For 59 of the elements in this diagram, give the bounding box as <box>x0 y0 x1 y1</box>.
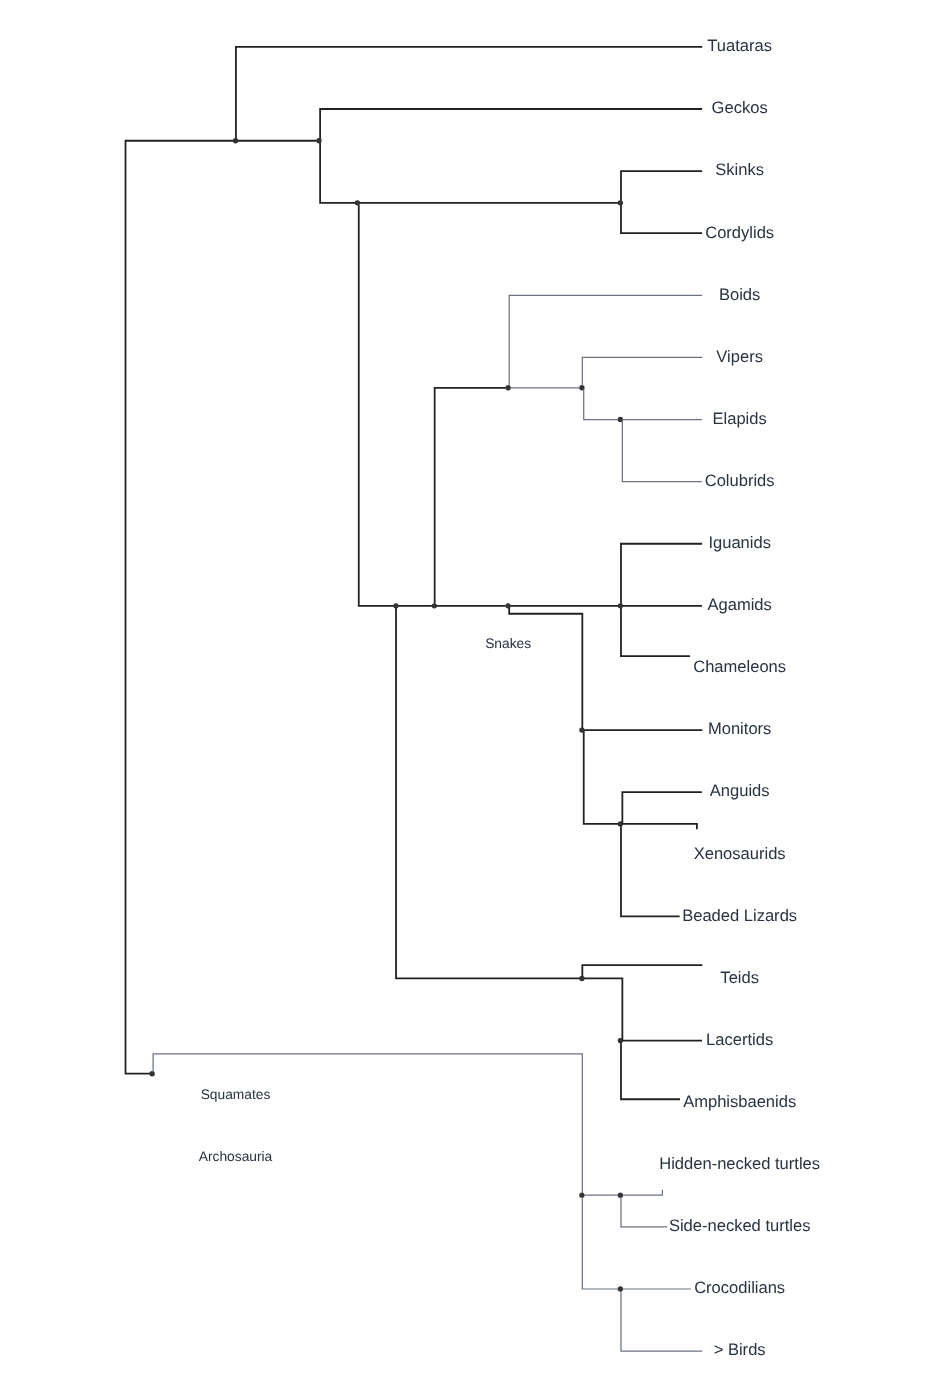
connector <box>357 203 395 607</box>
node-point <box>579 385 585 391</box>
connector <box>510 387 580 389</box>
node-point <box>579 727 585 733</box>
node-point <box>431 603 438 609</box>
connector <box>620 1290 703 1352</box>
connector <box>433 386 507 605</box>
node-point <box>617 416 624 423</box>
node-point <box>579 1192 585 1198</box>
connector <box>124 139 235 1075</box>
connector <box>582 730 619 825</box>
connector <box>319 108 703 140</box>
connector <box>621 604 703 607</box>
connector <box>235 46 704 140</box>
node-point <box>617 200 624 206</box>
node-point <box>232 138 239 144</box>
connector <box>581 964 704 978</box>
connector <box>583 388 619 421</box>
node-point <box>393 603 399 609</box>
connector <box>583 1194 619 1196</box>
node-point <box>505 603 511 609</box>
node-point <box>617 1286 624 1292</box>
connector <box>358 201 620 204</box>
connector <box>319 141 357 204</box>
node-point <box>579 975 585 982</box>
connector <box>621 1039 703 1042</box>
node-point <box>617 1037 624 1044</box>
connector <box>621 791 703 825</box>
connector <box>152 1053 583 1194</box>
connector <box>621 418 703 421</box>
node-point <box>617 821 624 827</box>
connector <box>509 604 619 607</box>
node-point <box>316 138 322 144</box>
connector <box>583 977 624 1042</box>
connector <box>621 1288 692 1290</box>
connector <box>435 604 507 607</box>
node-point <box>505 385 511 391</box>
connector <box>508 606 584 729</box>
connector <box>620 203 703 235</box>
connector <box>581 1196 619 1290</box>
node-point <box>354 200 361 206</box>
connector <box>620 1196 668 1228</box>
node-point <box>617 1192 624 1198</box>
connector <box>622 1189 663 1196</box>
connector <box>395 606 581 980</box>
connector <box>621 419 703 483</box>
connector <box>620 1041 681 1101</box>
connector <box>583 729 704 731</box>
connector <box>397 604 433 607</box>
connector <box>620 542 703 605</box>
connector <box>581 356 703 387</box>
connector <box>620 607 691 658</box>
connector <box>236 139 318 142</box>
node-point <box>149 1071 155 1077</box>
connector <box>620 825 681 918</box>
connector <box>508 294 703 387</box>
connector <box>620 170 703 202</box>
node-point <box>617 603 624 609</box>
connector <box>622 823 698 831</box>
